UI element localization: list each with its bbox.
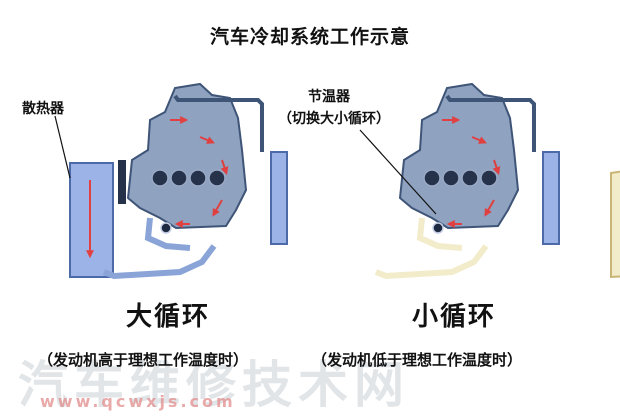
large-pump-pipe [144, 217, 191, 251]
small-cylinder [423, 169, 441, 187]
large-radiator [69, 162, 114, 278]
small-heater-core [542, 151, 560, 245]
large-flow-arrow [212, 199, 223, 217]
radiator-label: 散热器 [22, 101, 64, 117]
large-cylinder [170, 169, 188, 187]
small-cycle-title: 小循环 [412, 302, 497, 332]
small-cylinder [480, 169, 498, 187]
large-top-hose [173, 94, 264, 152]
large-cylinder [151, 169, 169, 187]
small-engine-block [398, 82, 520, 230]
large-cycle-condition: （发动机高于理想工作温度时） [38, 351, 249, 369]
small-thermostat [432, 222, 444, 234]
watermark-url: www.qcwxjs.com [40, 392, 236, 411]
small-cylinder [461, 169, 479, 187]
small-cycle-condition: （发动机低于理想工作温度时） [312, 351, 523, 369]
watermark-text: 汽车维修技术网 [18, 356, 410, 414]
large-heater-core [270, 151, 288, 245]
small-flow-arrow [492, 159, 501, 176]
small-flow-arrow [484, 199, 495, 217]
large-cycle-title: 大循环 [126, 302, 211, 332]
large-cylinder [189, 169, 207, 187]
small-pump-pipe [416, 217, 463, 251]
large-flow-arrow [220, 159, 229, 176]
small-cylinder [442, 169, 460, 187]
large-engine-block [126, 82, 248, 230]
large-cylinder [208, 169, 226, 187]
small-radiator [610, 170, 620, 279]
small-top-hose [445, 94, 536, 152]
radiator-pointer [54, 115, 71, 179]
thermostat-pointer [359, 129, 437, 215]
small-lower-hose [374, 244, 489, 280]
thermostat-note: （切换大小循环） [278, 111, 390, 127]
large-flow-arrow [199, 136, 215, 144]
large-lower-hose [102, 244, 217, 280]
small-flow-arrow [471, 136, 487, 144]
large-thermostat [160, 222, 172, 234]
diagram-title: 汽车冷却系统工作示意 [209, 26, 410, 48]
large-fan [118, 160, 126, 204]
thermostat-label: 节温器 [308, 89, 350, 105]
